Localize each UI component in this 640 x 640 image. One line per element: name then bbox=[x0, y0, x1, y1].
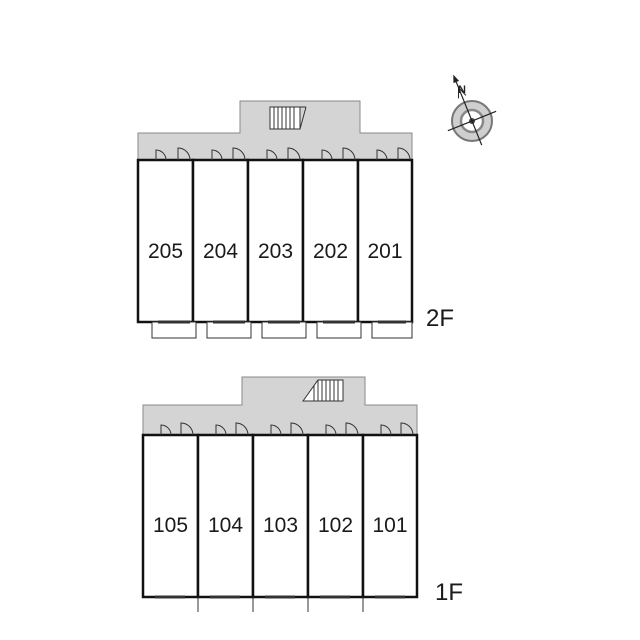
door-swing-icon bbox=[342, 147, 356, 161]
balcony-icon bbox=[316, 320, 362, 339]
floor-label-2f: 2F bbox=[426, 305, 454, 332]
unit-label-201: 201 bbox=[367, 240, 402, 263]
unit-205: 205 bbox=[136, 158, 195, 324]
door-swing-icon bbox=[155, 149, 167, 161]
north-arrow-icon bbox=[453, 74, 460, 84]
door-swing-icon bbox=[376, 149, 388, 161]
unit-102: 102 bbox=[306, 433, 365, 599]
door-swing-icon bbox=[270, 424, 282, 436]
balcony-icon bbox=[261, 320, 307, 339]
door-swing-icon bbox=[380, 424, 392, 436]
door-swing-icon bbox=[345, 422, 359, 436]
doors-2f bbox=[155, 147, 411, 161]
door-swing-icon bbox=[232, 147, 246, 161]
door-swing-icon bbox=[287, 147, 301, 161]
unit-203: 203 bbox=[246, 158, 305, 324]
unit-101: 101 bbox=[361, 433, 419, 599]
unit-label-104: 104 bbox=[208, 514, 243, 537]
doors-1f bbox=[160, 422, 414, 436]
corridor-1f bbox=[142, 376, 418, 436]
unit-105: 105 bbox=[141, 433, 200, 599]
unit-label-205: 205 bbox=[148, 240, 183, 263]
floor-2f: 205 204 203 202 201 bbox=[136, 100, 454, 339]
door-swing-icon bbox=[400, 422, 414, 436]
unit-label-204: 204 bbox=[203, 240, 238, 263]
units-2f: 205 204 203 202 201 bbox=[136, 158, 414, 324]
unit-label-202: 202 bbox=[313, 240, 348, 263]
door-swing-icon bbox=[211, 149, 223, 161]
balcony-icon bbox=[371, 320, 413, 339]
door-swing-icon bbox=[397, 147, 411, 161]
balconies-2f bbox=[151, 320, 413, 339]
unit-204: 204 bbox=[191, 158, 250, 324]
door-swing-icon bbox=[160, 424, 172, 436]
corridor-2f bbox=[137, 100, 413, 161]
staircase-1f-icon bbox=[302, 379, 344, 402]
unit-202: 202 bbox=[301, 158, 360, 324]
unit-label-102: 102 bbox=[318, 514, 353, 537]
staircase-2f-icon bbox=[269, 106, 307, 130]
compass-north-letter: N bbox=[458, 84, 466, 96]
door-swing-icon bbox=[235, 422, 249, 436]
compass: N bbox=[447, 74, 497, 146]
door-swing-icon bbox=[215, 424, 227, 436]
compass-needle bbox=[447, 74, 497, 146]
door-swing-icon bbox=[321, 149, 333, 161]
door-swing-icon bbox=[180, 422, 194, 436]
floor-1f: 105 104 103 102 101 bbox=[141, 376, 463, 612]
door-swing-icon bbox=[290, 422, 304, 436]
unit-104: 104 bbox=[196, 433, 255, 599]
balcony-icon bbox=[206, 320, 252, 339]
units-1f: 105 104 103 102 101 bbox=[141, 433, 419, 599]
door-swing-icon bbox=[266, 149, 278, 161]
door-swing-icon bbox=[325, 424, 337, 436]
unit-103: 103 bbox=[251, 433, 310, 599]
balcony-icon bbox=[151, 320, 197, 339]
unit-201: 201 bbox=[356, 158, 414, 324]
unit-label-105: 105 bbox=[153, 514, 188, 537]
windows-1f bbox=[155, 595, 405, 612]
unit-label-203: 203 bbox=[258, 240, 293, 263]
door-swing-icon bbox=[177, 147, 191, 161]
unit-label-103: 103 bbox=[263, 514, 298, 537]
unit-label-101: 101 bbox=[372, 514, 407, 537]
floor-label-1f: 1F bbox=[435, 579, 463, 606]
